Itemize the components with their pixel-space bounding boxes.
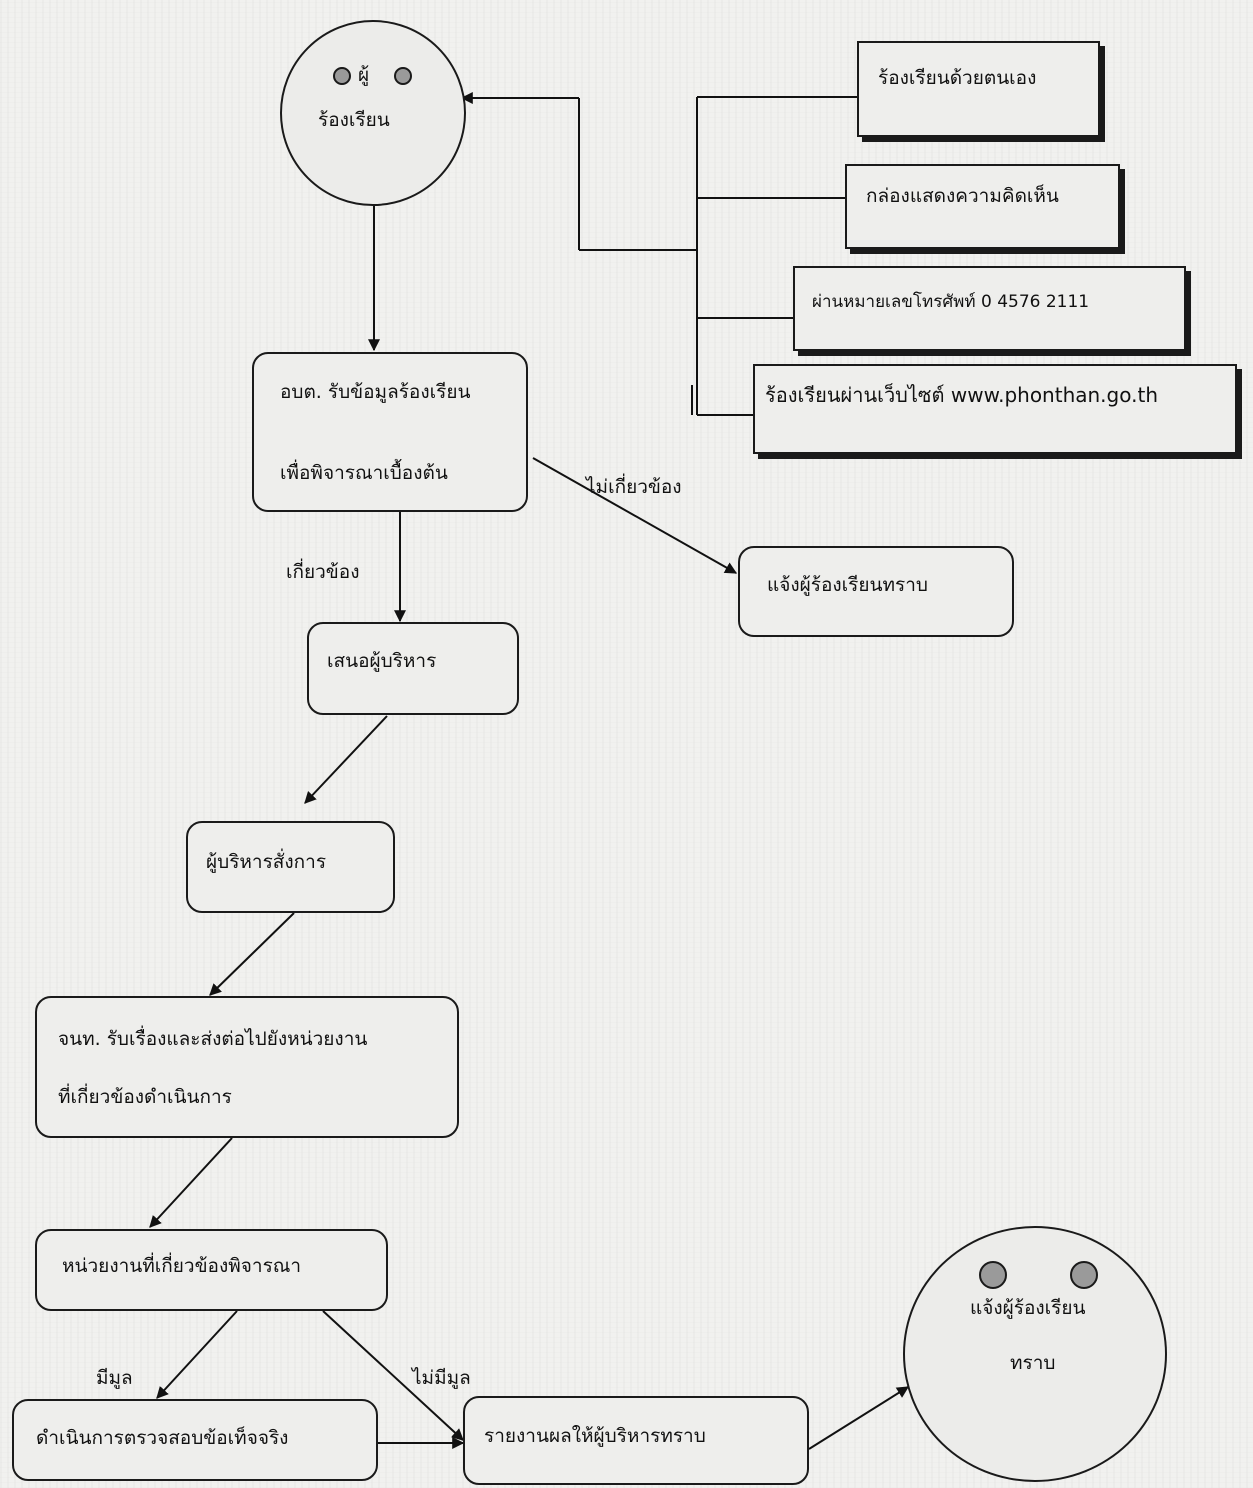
step-consider-box	[35, 1229, 388, 1311]
end-face-line1: แจ้งผู้ร้องเรียน	[970, 1297, 1086, 1319]
step-investigate-box	[12, 1399, 378, 1481]
channel-label-phone: ผ่านหมายเลขโทรศัพท์ 0 4576 2111	[812, 292, 1090, 312]
channel-label-in-person: ร้องเรียนด้วยตนเอง	[878, 67, 1037, 89]
step-notify-unrelated-label: แจ้งผู้ร้องเรียนทราบ	[767, 574, 928, 596]
edge-label-no-merit: ไม่มีมูล	[412, 1367, 471, 1389]
start-face-right-eye	[394, 67, 412, 85]
step-report-label: รายงานผลให้ผู้บริหารทราบ	[484, 1425, 706, 1447]
start-face-line1: ผู้	[358, 64, 370, 86]
channel-label-comment-box: กล่องแสดงความคิดเห็น	[866, 185, 1059, 207]
step-forward-line2: ที่เกี่ยวข้องดำเนินการ	[58, 1086, 232, 1108]
channel-box-website	[753, 364, 1237, 454]
step-order-box	[186, 821, 395, 913]
end-face-right-eye	[1070, 1261, 1098, 1289]
end-face-line2: ทราบ	[1010, 1352, 1056, 1374]
arrow-consider-to-report	[322, 1310, 464, 1441]
notify-complainant-face	[903, 1226, 1167, 1482]
step-propose-box	[307, 622, 519, 715]
step-forward-line1: จนท. รับเรื่องและส่งต่อไปยังหน่วยงาน	[58, 1028, 368, 1050]
start-face-line2: ร้องเรียน	[318, 109, 390, 131]
start-face-left-eye	[333, 67, 351, 85]
complainant-face	[280, 20, 466, 206]
edge-label-related: เกี่ยวข้อง	[286, 561, 360, 583]
channel-box-phone	[793, 266, 1186, 351]
arrow-report-to-notify-face	[808, 1386, 910, 1450]
channel-box-in-person	[857, 41, 1100, 137]
step-receive-line1: อบต. รับข้อมูลร้องเรียน	[280, 381, 471, 403]
step-notify-unrelated-box	[738, 546, 1014, 637]
arrow-forward-to-consider	[149, 1137, 233, 1228]
step-propose-label: เสนอผู้บริหาร	[327, 650, 437, 672]
channel-box-comment-box	[845, 164, 1120, 249]
edge-label-has-merit: มีมูล	[96, 1367, 133, 1389]
arrow-consider-to-investigate	[156, 1310, 238, 1399]
end-face-left-eye	[979, 1261, 1007, 1289]
step-receive-line2: เพื่อพิจารณาเบื้องต้น	[280, 462, 448, 484]
step-report-box	[463, 1396, 809, 1485]
step-order-label: ผู้บริหารสั่งการ	[206, 851, 327, 873]
arrow-order-to-forward	[209, 912, 295, 996]
step-receive-box	[252, 352, 528, 512]
channel-label-website: ร้องเรียนผ่านเว็บไซต์ www.phonthan.go.th	[765, 383, 1158, 407]
step-forward-box	[35, 996, 459, 1138]
step-consider-label: หน่วยงานที่เกี่ยวข้องพิจารณา	[62, 1255, 302, 1277]
step-investigate-label: ดำเนินการตรวจสอบข้อเท็จจริง	[36, 1427, 289, 1449]
arrow-receive-to-notify	[532, 457, 738, 574]
arrow-propose-to-order	[304, 715, 388, 804]
edge-label-unrelated: ไม่เกี่ยวข้อง	[586, 476, 682, 498]
